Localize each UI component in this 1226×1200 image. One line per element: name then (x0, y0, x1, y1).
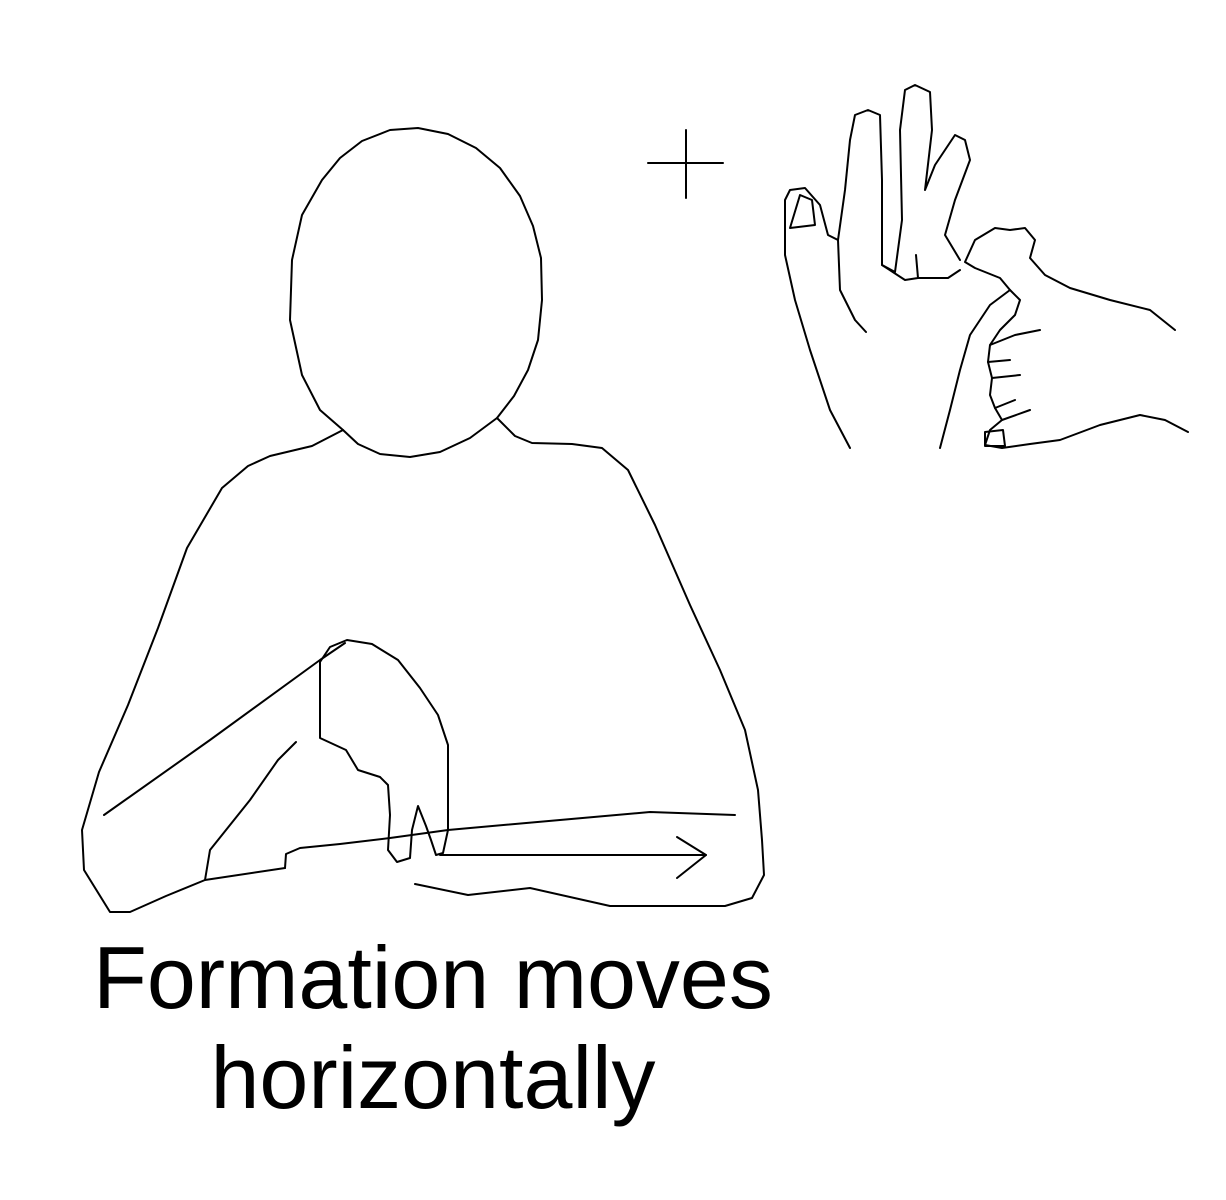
caption-line-2: horizontally (210, 1028, 656, 1127)
movement-arrow-head (676, 836, 707, 879)
open-hand-detail (784, 84, 971, 449)
person-body-right (414, 417, 765, 907)
flat-hand (284, 811, 736, 869)
pointing-hand-curl (984, 289, 1189, 449)
person-head (289, 127, 543, 458)
open-hand-finger-lines (881, 254, 961, 281)
forearm (103, 642, 346, 816)
hand-line (204, 741, 297, 881)
pointing-hand (319, 639, 449, 863)
open-hand-palm (837, 239, 867, 333)
pointing-hand-knuckles (987, 329, 1041, 421)
pointing-hand-nail (984, 429, 1006, 447)
caption-line-1: Formation moves (93, 928, 773, 1027)
pointing-hand-detail (939, 227, 1176, 449)
person-body (81, 429, 344, 913)
open-hand-thumb-nail (789, 194, 816, 229)
